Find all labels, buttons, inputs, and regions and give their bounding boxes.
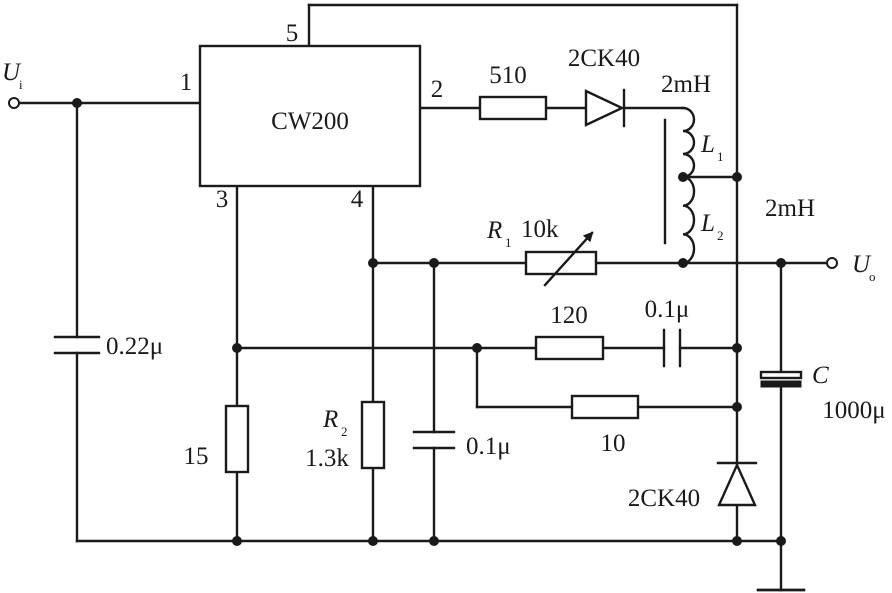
ic-label: CW200 [271,108,349,135]
l2-label: L [700,210,715,237]
resistor-r1 [524,250,598,276]
pin-3-label: 3 [216,186,229,213]
l2-sub: 2 [717,228,724,243]
pin-5-label: 5 [286,20,299,47]
l1-label: L [700,131,715,158]
pin-2-label: 2 [431,76,444,103]
resistor-120-label: 120 [550,302,588,329]
resistor-10 [570,394,640,420]
input-terminal-label: U [2,59,22,86]
diode-top [584,88,626,128]
inductor-right-value: 2mH [765,195,815,222]
input-terminal [8,97,20,109]
output-terminal-label: U [852,251,872,278]
resistor-10-label: 10 [601,430,626,457]
capacitor-output [759,370,803,388]
pin-1-label: 1 [180,69,193,96]
resistor-510 [478,95,548,121]
output-terminal-sub: o [869,269,876,284]
diode-bottom [716,461,758,507]
l1-sub: 1 [717,149,724,164]
capacitor-output-symbol: C [812,362,829,389]
capacitor-output-value: 1000μ [822,397,885,424]
inductor-l2 [681,175,696,265]
resistor-r2 [360,400,386,470]
resistor-15-label: 15 [184,443,209,470]
r2-label: R [322,406,338,433]
capacitor-input-label: 0.22μ [106,333,163,360]
resistor-15 [224,404,250,474]
capacitor-mid-label: 0.1μ [466,433,511,460]
resistor-510-label: 510 [489,62,527,89]
input-terminal-sub: i [19,77,23,92]
capacitor-mid [412,430,456,450]
pin-4-label: 4 [351,186,364,213]
diode-bottom-label: 2CK40 [628,485,700,512]
output-terminal [826,257,838,269]
r2-sub: 2 [341,424,348,439]
capacitor-input [53,335,101,355]
r1-label: R [486,217,502,244]
r2-value: 1.3k [305,445,349,472]
r1-value: 10k [521,216,559,243]
capacitor-series-label: 0.1μ [645,296,690,323]
capacitor-series [662,328,682,368]
diode-top-label: 2CK40 [568,45,640,72]
ic-cw200 [198,44,422,188]
junction-dots [72,98,786,546]
r1-sub: 1 [505,235,512,250]
inductor-top-value: 2mH [661,71,711,98]
resistor-120 [534,335,605,361]
wires [18,3,830,592]
variable-arrow [543,231,594,287]
inductor-l1 [681,106,696,179]
